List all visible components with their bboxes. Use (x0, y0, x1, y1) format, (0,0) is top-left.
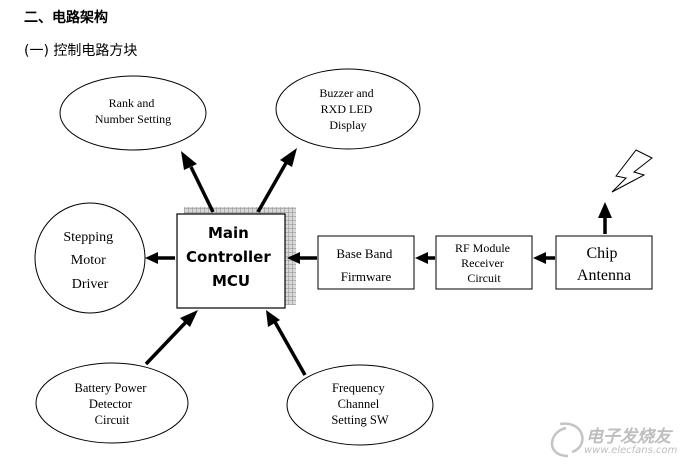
arrowhead-rank (181, 151, 197, 170)
arrow-battery-to-mcu (144, 320, 188, 366)
arrowhead-stepping (145, 252, 158, 264)
rank-setting-label: Rank and Number Setting (95, 96, 171, 126)
arrow-mcu-to-buzzer (256, 162, 288, 213)
rf-module-label: RF Module Receiver Circuit (455, 241, 513, 285)
battery-detector-label: Battery Power Detector Circuit (75, 381, 150, 427)
frequency-sw-node (286, 364, 434, 446)
watermark-cn: 电子发烧友 (586, 427, 671, 447)
chip-antenna-label: Chip Antenna (577, 245, 631, 284)
frequency-sw-label: Frequency Channel Setting SW (331, 381, 388, 427)
section-title: 二、电路架构 (24, 10, 108, 26)
rank-setting-node (59, 75, 207, 151)
stepping-motor-label: Stepping Motor Driver (63, 230, 116, 292)
baseband-label: Base Band Firmware (336, 246, 395, 284)
buzzer-led-label: Buzzer and RXD LED Display (319, 86, 376, 132)
buzzer-led-node (275, 68, 421, 150)
arrowhead-mcu-right (287, 252, 300, 264)
mcu-box (176, 213, 286, 309)
rf-signal-icon (611, 149, 653, 193)
battery-detector-node (35, 362, 189, 444)
watermark-url: www.elecfans.com (584, 445, 678, 456)
arrow-mcu-to-rank (189, 166, 215, 213)
arrowhead-battery (180, 310, 198, 327)
arrowhead-antenna (598, 202, 612, 218)
arrowhead-buzzer (280, 148, 297, 167)
mcu-label: Main Controller MCU (186, 224, 276, 290)
arrow-frequency-to-mcu (273, 321, 307, 376)
chip-antenna-node (555, 235, 653, 290)
watermark-logo-icon (550, 422, 584, 458)
rf-module-node (435, 235, 533, 290)
arrowhead-frequency (266, 310, 280, 327)
arrowhead-baseband (415, 252, 428, 264)
subsection-title: (一) 控制电路方块 (24, 43, 138, 59)
baseband-node (317, 235, 415, 290)
watermark: 电子发烧友 www.elecfans.com (550, 418, 685, 462)
arrowhead-rf (533, 252, 546, 264)
